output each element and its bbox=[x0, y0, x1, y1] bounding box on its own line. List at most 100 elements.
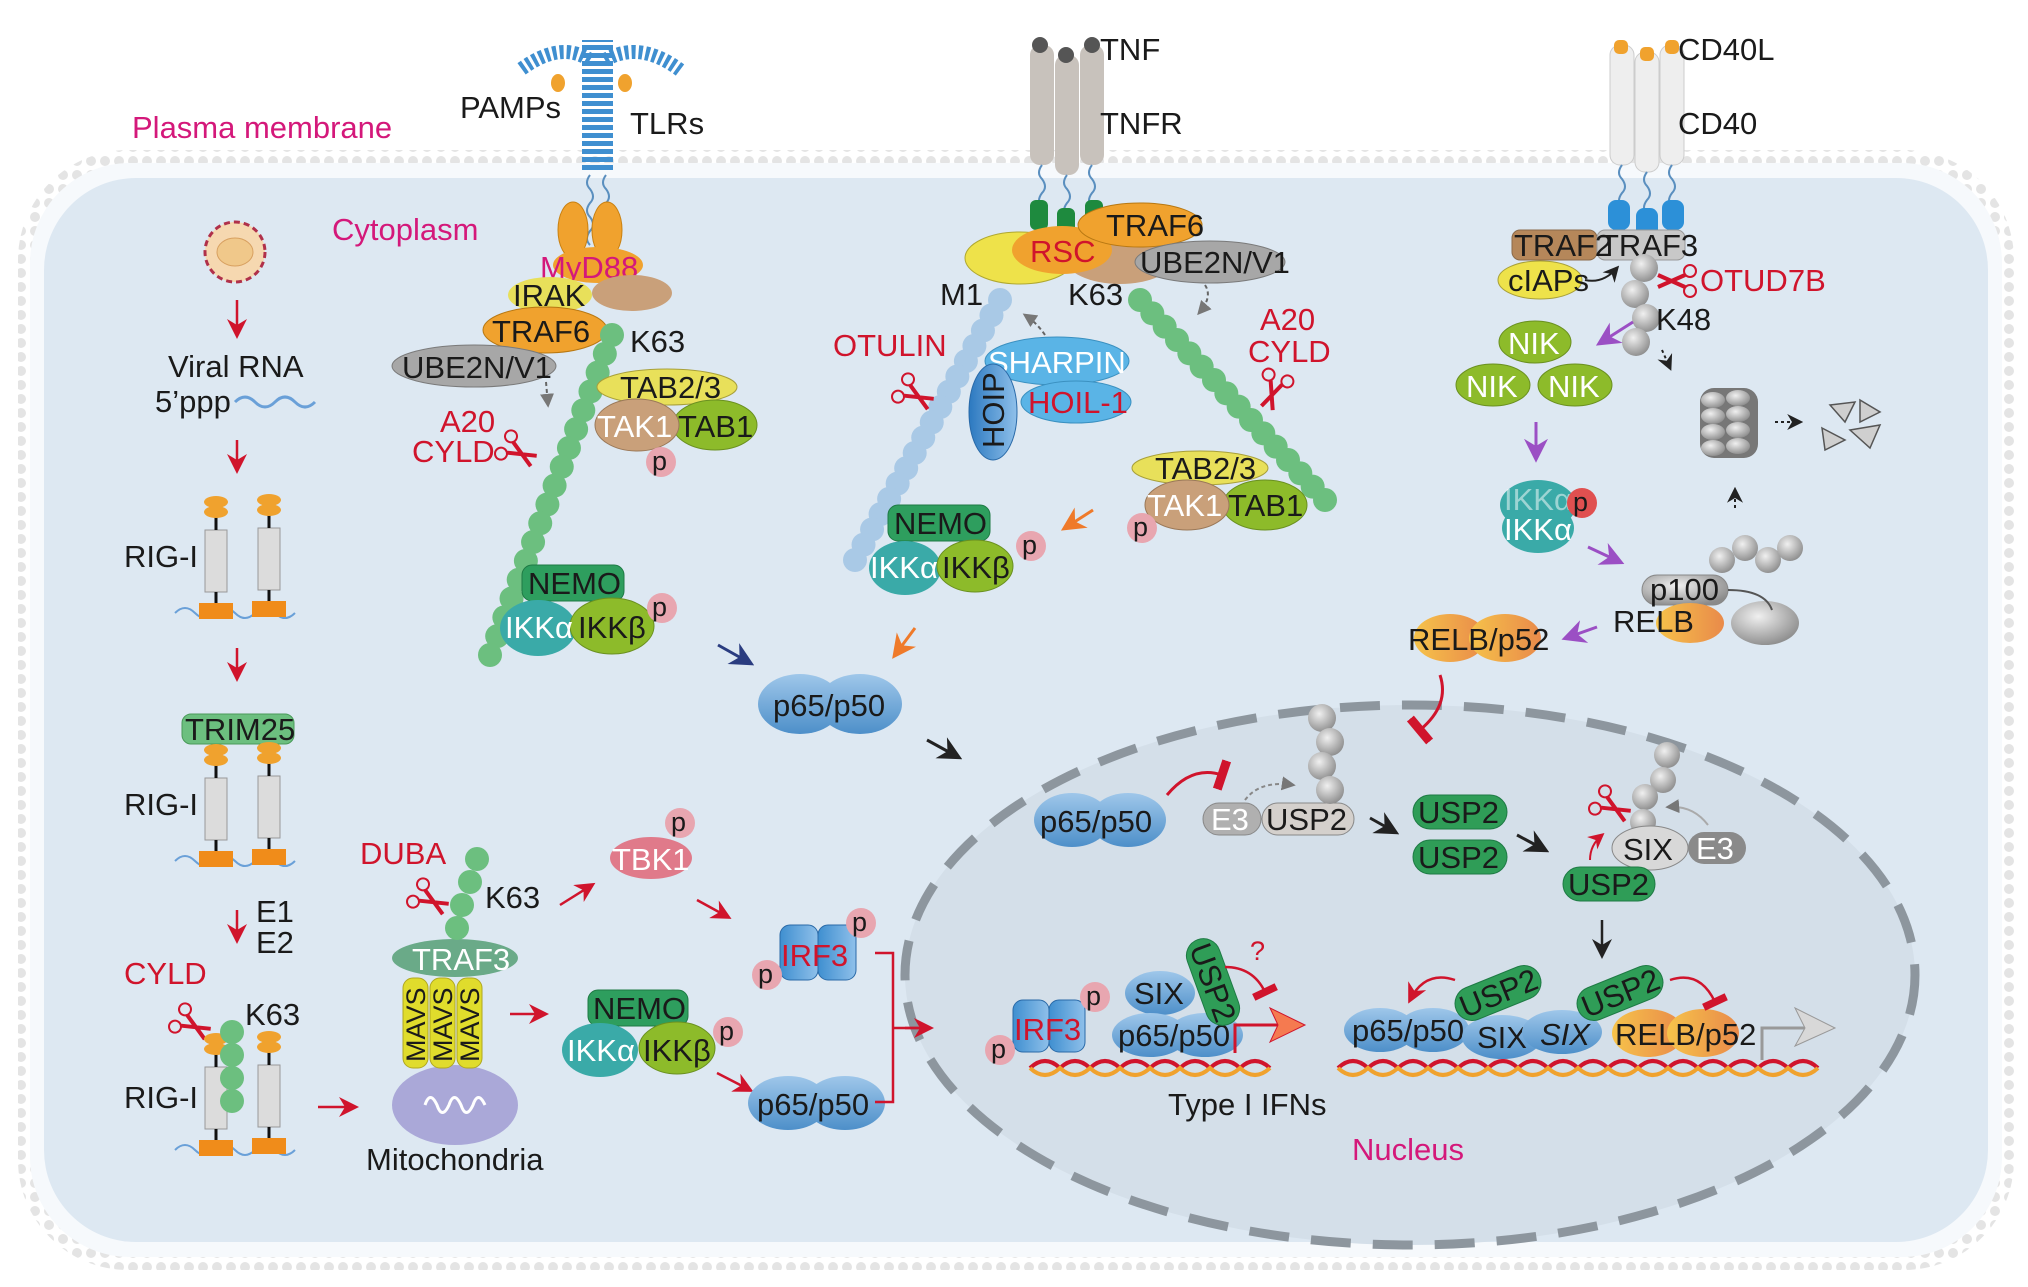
scissors-icon bbox=[168, 1002, 211, 1041]
rsc: RSC bbox=[1030, 234, 1095, 269]
ubiquitin-bead bbox=[600, 323, 624, 347]
p65p50-rig: p65/p50 bbox=[748, 1076, 885, 1130]
rig-i-part bbox=[204, 529, 228, 593]
pamp-ligand-icon bbox=[551, 74, 565, 92]
relb-p52-cyto: RELB/p52 bbox=[1408, 614, 1549, 662]
svg-text:IKKα: IKKα bbox=[1504, 482, 1572, 517]
ubiquitin-bead bbox=[556, 435, 581, 460]
ubiquitin-bead bbox=[843, 548, 867, 572]
rig-i-part bbox=[257, 1031, 281, 1043]
scissors-icon bbox=[1657, 264, 1697, 298]
six-promoter-2: SIX bbox=[1540, 1017, 1591, 1052]
rig-i-part bbox=[204, 777, 228, 841]
mitochondrion-icon bbox=[392, 1065, 518, 1145]
ikka-tlr: IKKα bbox=[505, 610, 573, 645]
k63-chain-tnf bbox=[1128, 288, 1337, 512]
rig-i-part bbox=[204, 754, 228, 766]
traf3-rig: TRAF3 bbox=[412, 942, 510, 977]
six-ifn: SIX bbox=[1134, 976, 1184, 1011]
question-mark: ? bbox=[1250, 936, 1265, 966]
ubiquitin-bead bbox=[564, 417, 589, 442]
svg-text:p65/p50: p65/p50 bbox=[773, 688, 885, 723]
rig-i-part bbox=[204, 744, 228, 756]
svg-text:RELB: RELB bbox=[1613, 604, 1694, 639]
tbk1: TBK1 bbox=[612, 842, 690, 877]
dna-helix-ifn bbox=[1028, 1059, 1272, 1077]
p-badge: p bbox=[671, 807, 686, 837]
svg-text:NIK: NIK bbox=[1548, 369, 1600, 404]
label-cytoplasm: Cytoplasm bbox=[332, 212, 478, 247]
p65p50-promoter: p65/p50 bbox=[1344, 1008, 1469, 1052]
otud7b: OTUD7B bbox=[1700, 263, 1826, 298]
svg-text:MAVS: MAVS bbox=[428, 987, 458, 1062]
label-plasma-membrane: Plasma membrane bbox=[132, 110, 392, 145]
rig-i-part bbox=[204, 506, 228, 518]
ikka-dimer-cd40: IKKα IKKα p bbox=[1500, 480, 1597, 553]
rig-i-part bbox=[199, 1140, 233, 1156]
rig-i-part bbox=[199, 851, 233, 867]
k63-chain-traf3 bbox=[445, 847, 489, 940]
ubiquitin-bead bbox=[592, 341, 617, 366]
tak1-tnf: TAK1 bbox=[1147, 488, 1222, 523]
k63-tnf: K63 bbox=[1068, 277, 1123, 312]
label-rig-i-2: RIG-I bbox=[124, 787, 198, 822]
ubiquitin-bead bbox=[585, 360, 610, 385]
mavs-trimer: MAVS MAVS MAVS bbox=[401, 977, 485, 1069]
svg-text:NIK: NIK bbox=[1508, 326, 1560, 361]
traf2: TRAF2 bbox=[1514, 228, 1612, 263]
scissors-icon bbox=[406, 877, 449, 916]
ube2n-tnf: UBE2N/V1 bbox=[1140, 245, 1290, 280]
rig-i-dimer bbox=[174, 1031, 296, 1156]
ubiquitin-bead bbox=[478, 643, 502, 667]
ikkb-tlr: IKKβ bbox=[578, 610, 646, 645]
k63-traf3: K63 bbox=[485, 880, 540, 915]
ubiquitin-bead bbox=[535, 492, 560, 517]
rna-helix-icon bbox=[233, 395, 317, 409]
transcription-arrow-icon bbox=[1268, 1006, 1307, 1044]
svg-text:p: p bbox=[1086, 981, 1101, 1011]
hoip: HOIP bbox=[976, 372, 1011, 448]
label-rig-i-3: RIG-I bbox=[124, 1080, 198, 1115]
svg-text:p65/p50: p65/p50 bbox=[1352, 1013, 1464, 1048]
rig-i-part bbox=[257, 494, 281, 506]
svg-text:p65/p50: p65/p50 bbox=[757, 1087, 869, 1122]
p65p50-nuc: p65/p50 bbox=[1034, 793, 1166, 847]
svg-text:RELB/p52: RELB/p52 bbox=[1408, 622, 1549, 657]
dna-strand bbox=[1028, 1065, 1272, 1077]
k63-tlr: K63 bbox=[630, 324, 685, 359]
m1-label: M1 bbox=[940, 277, 983, 312]
rig-i-part bbox=[252, 1138, 286, 1154]
p-badge: p bbox=[719, 1016, 734, 1046]
label-cd40l: CD40L bbox=[1678, 32, 1775, 67]
ubiquitin-bead bbox=[549, 454, 574, 479]
k63-rig: K63 bbox=[245, 997, 300, 1032]
ubiquitin-bead bbox=[521, 530, 546, 555]
dna-helix-nfkb bbox=[1336, 1059, 1820, 1077]
label-tnfr: TNFR bbox=[1100, 106, 1183, 141]
label-rig-i-1: RIG-I bbox=[124, 539, 198, 574]
label-type-i-ifns: Type I IFNs bbox=[1168, 1087, 1326, 1122]
e3-usp2-complex: E3 USP2 bbox=[1202, 802, 1355, 837]
nik-trimer: NIK NIK NIK bbox=[1455, 320, 1613, 407]
label-mitochondria: Mitochondria bbox=[366, 1142, 544, 1177]
svg-text:p: p bbox=[991, 1034, 1006, 1064]
svg-text:MAVS: MAVS bbox=[455, 987, 485, 1062]
irf3-dimer-cyto: IRF3 p p bbox=[752, 907, 876, 990]
label-tnf: TNF bbox=[1100, 32, 1160, 67]
traf6-tlr: TRAF6 bbox=[492, 314, 590, 349]
svg-text:p65/p50: p65/p50 bbox=[1040, 804, 1152, 839]
ikka-tnf: IKKα bbox=[870, 550, 938, 585]
sharpin: SHARPIN bbox=[988, 345, 1126, 380]
proteasome-icon bbox=[1700, 388, 1758, 458]
rig-i-part bbox=[257, 504, 281, 516]
ubiquitin-bead bbox=[1313, 488, 1337, 512]
ikkb-rig: IKKβ bbox=[643, 1033, 711, 1068]
svg-text:p100: p100 bbox=[1650, 572, 1719, 607]
ikkb-tnf: IKKβ bbox=[942, 550, 1010, 585]
label-5ppp: 5’ppp bbox=[155, 384, 231, 419]
pamp-ligand-icon bbox=[618, 74, 632, 92]
ube2n-tlr: UBE2N/V1 bbox=[402, 350, 552, 385]
rig-i-part bbox=[257, 775, 281, 839]
p65p50-cyto: p65/p50 bbox=[758, 674, 902, 734]
usp2-nuc-1: USP2 bbox=[1418, 795, 1499, 830]
